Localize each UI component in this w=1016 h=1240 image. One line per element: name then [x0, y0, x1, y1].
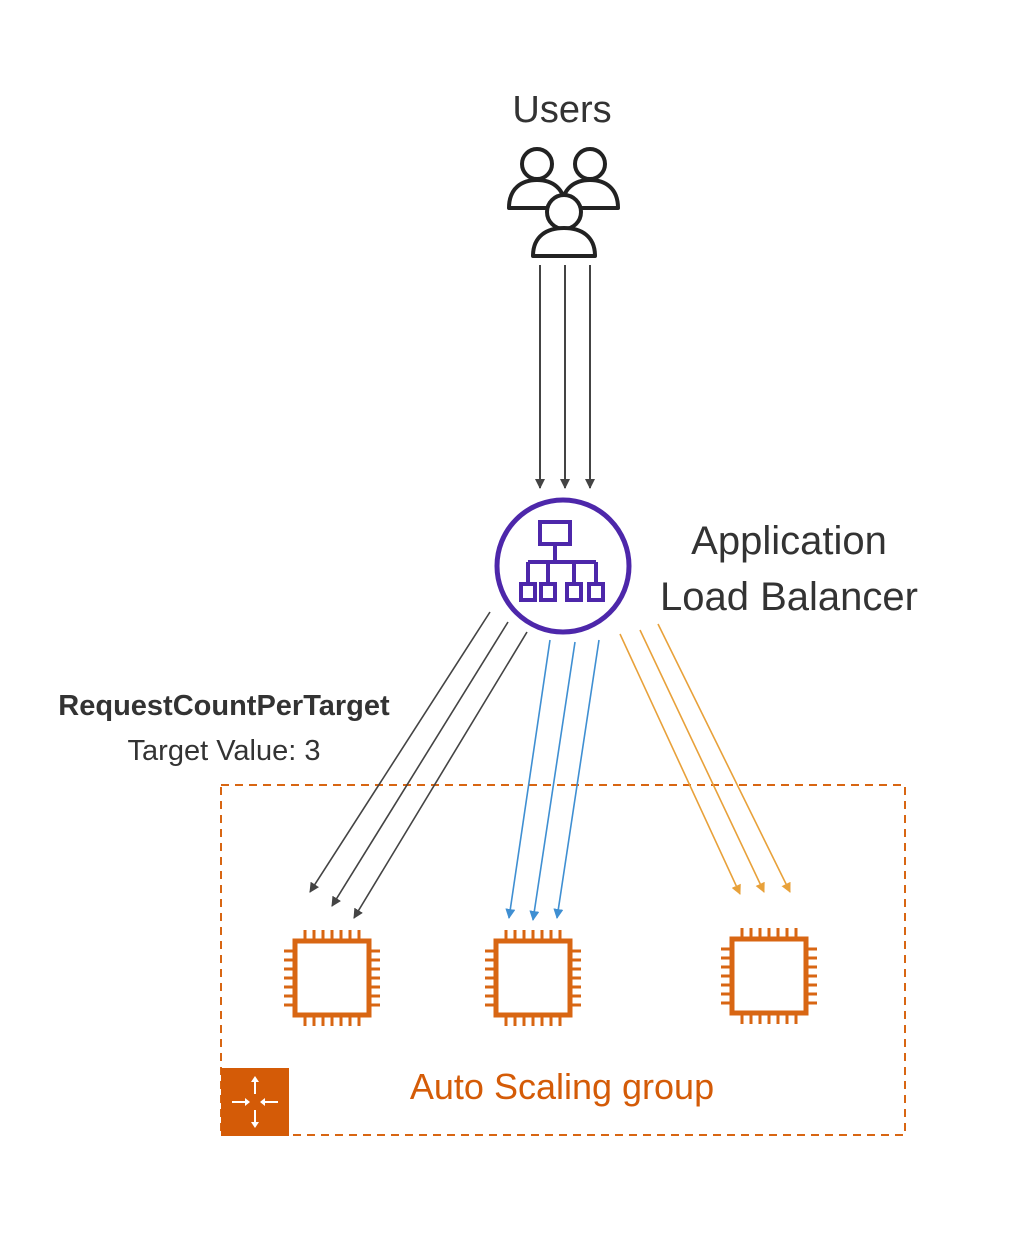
instance-1-arrow [353, 631, 528, 919]
instance-3-arrow [657, 623, 791, 893]
auto-scaling-group-label: Auto Scaling group [410, 1066, 714, 1107]
metric-name: RequestCountPerTarget [58, 690, 390, 722]
alb-to-instance-3-arrows [619, 623, 791, 895]
auto-scaling-group-border [220, 784, 906, 1136]
ec2-instance-icon-1 [284, 930, 380, 1026]
instance-1-arrow [309, 611, 491, 893]
alb-to-instance-1-arrows [309, 611, 528, 919]
instances-group [284, 928, 817, 1026]
alb-label-line1: Application [691, 519, 887, 563]
users-icon [507, 147, 620, 258]
instance-2-arrow [529, 641, 576, 921]
instance-2-arrow [505, 639, 551, 919]
load-balancer-icon [494, 497, 632, 635]
alb-to-instance-2-arrows [505, 639, 600, 921]
users-to-alb-arrows [535, 265, 595, 489]
ec2-instance-icon-2 [485, 930, 581, 1026]
users-label: Users [512, 89, 611, 131]
instance-1-arrow [331, 621, 509, 907]
instance-2-arrow [553, 639, 600, 919]
instance-3-arrow [619, 633, 741, 895]
metric-target-value: Target Value: 3 [128, 735, 321, 767]
alb-label-line2: Load Balancer [660, 575, 918, 619]
instance-3-arrow [639, 629, 765, 893]
ec2-instance-icon-3 [721, 928, 817, 1024]
auto-scaling-icon [221, 1068, 289, 1136]
